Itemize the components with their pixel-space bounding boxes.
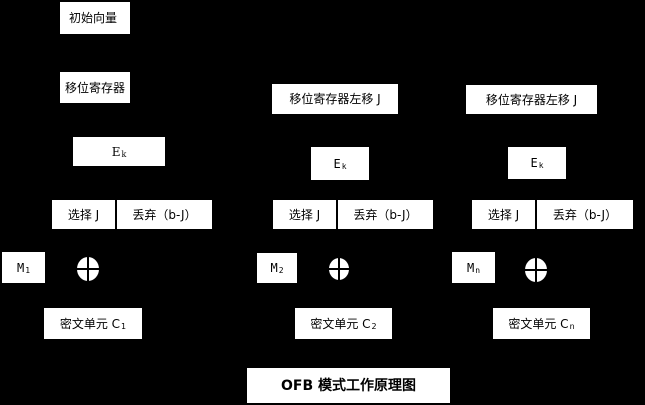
mn-label: M xyxy=(466,260,475,275)
m1-subscript: 1 xyxy=(25,265,31,275)
discard-box-2: 丢弃（b-J） xyxy=(338,200,433,229)
diagram-title: OFB 模式工作原理图 xyxy=(280,377,416,394)
encrypt-label-1: E xyxy=(111,144,121,159)
xor-icon-3 xyxy=(525,258,547,282)
m1-label: M xyxy=(16,260,25,275)
shift-register-box-3: 移位寄存器左移 J xyxy=(466,85,597,114)
xor-vertical-line xyxy=(87,257,89,281)
shift-register-box-1: 移位寄存器 xyxy=(60,72,130,103)
encrypt-subscript-1: k xyxy=(121,149,127,159)
shift-register-label-1: 移位寄存器 xyxy=(64,80,125,95)
encrypt-subscript-3: k xyxy=(538,161,544,170)
select-j-box-1: 选择 J xyxy=(52,200,115,229)
discard-label-2: 丢弃（b-J） xyxy=(353,207,418,222)
diagram-title-box: OFB 模式工作原理图 xyxy=(247,368,450,403)
encrypt-label-3: E xyxy=(530,156,538,170)
xor-vertical-line xyxy=(338,258,340,280)
xor-icon-2 xyxy=(329,258,349,280)
shift-register-box-2: 移位寄存器左移 J xyxy=(272,84,398,114)
m2-label: M xyxy=(270,261,278,275)
c2-label: 密文单元 C xyxy=(310,316,371,331)
encrypt-subscript-2: k xyxy=(341,161,347,171)
select-j-box-3: 选择 J xyxy=(472,200,535,229)
encrypt-label-2: E xyxy=(333,156,341,171)
m2-subscript: 2 xyxy=(278,266,284,275)
discard-box-1: 丢弃（b-J） xyxy=(117,200,212,229)
select-j-label-1: 选择 J xyxy=(67,207,100,222)
select-j-label-3: 选择 J xyxy=(487,207,520,222)
c1-subscript: 1 xyxy=(121,321,127,331)
c2-subscript: 2 xyxy=(371,321,377,331)
xor-icon-1 xyxy=(77,257,99,281)
select-j-box-2: 选择 J xyxy=(273,200,336,229)
initial-vector-label: 初始向量 xyxy=(69,11,118,25)
initial-vector-box: 初始向量 xyxy=(60,2,130,34)
xor-vertical-line xyxy=(535,258,537,282)
shift-register-label-3: 移位寄存器左移 J xyxy=(485,92,578,107)
select-j-label-2: 选择 J xyxy=(288,207,321,222)
mn-subscript: n xyxy=(475,265,481,275)
cn-subscript: n xyxy=(569,321,575,331)
discard-label-1: 丢弃（b-J） xyxy=(132,207,197,222)
discard-box-3: 丢弃（b-J） xyxy=(537,200,633,229)
cn-label: 密文单元 C xyxy=(508,316,569,331)
c1-label: 密文单元 C xyxy=(59,316,121,331)
discard-label-3: 丢弃（b-J） xyxy=(552,207,618,222)
shift-register-label-2: 移位寄存器左移 J xyxy=(289,92,381,106)
